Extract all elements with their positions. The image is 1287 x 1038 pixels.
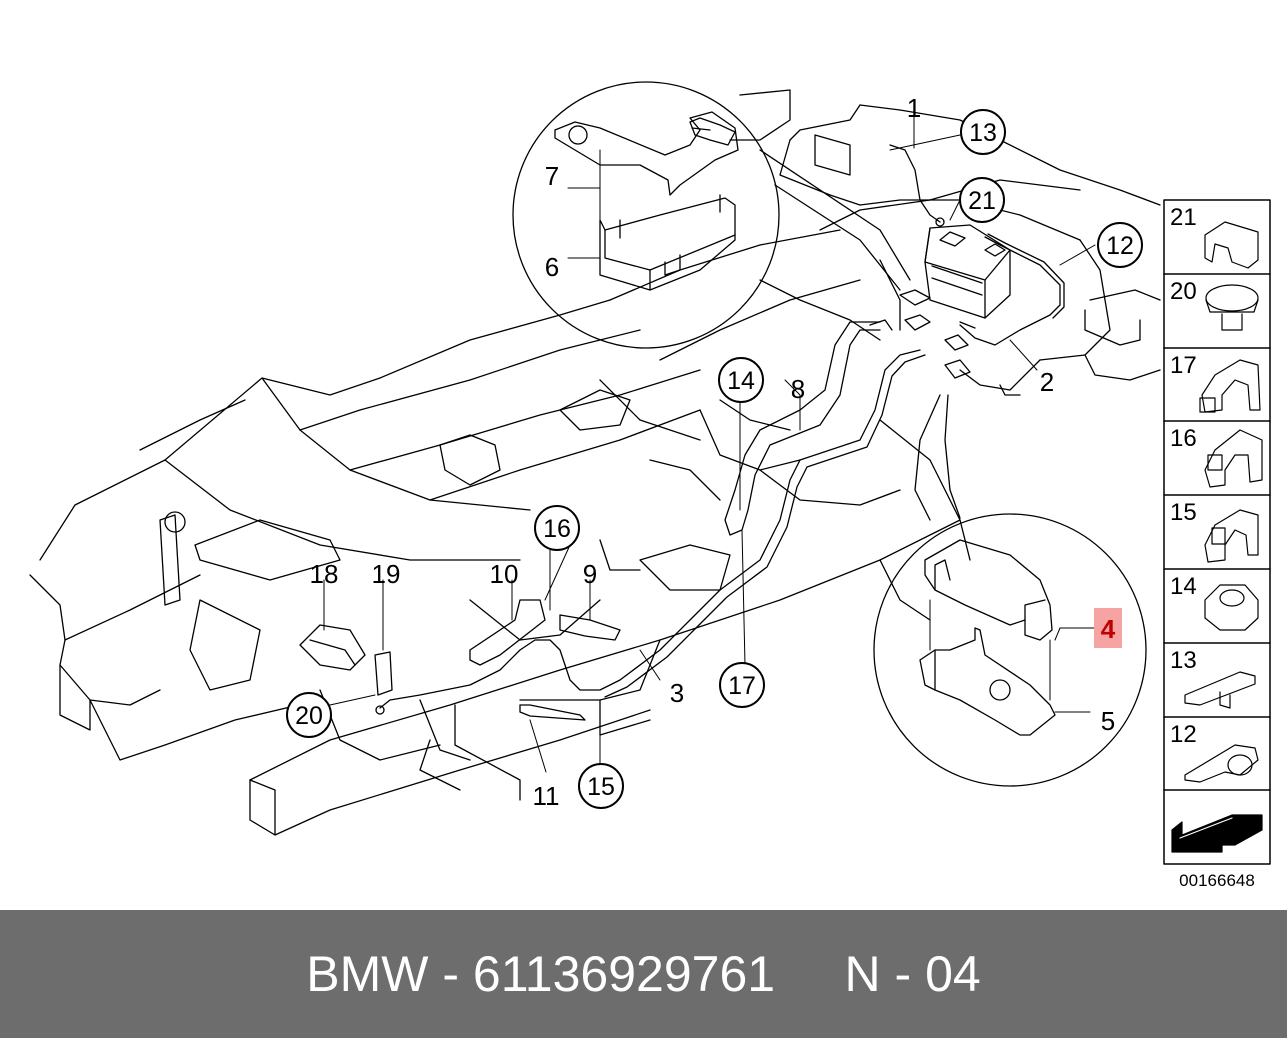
legend-label-12: 12 <box>1170 721 1197 748</box>
callout-11: 11 <box>533 781 560 811</box>
legend-label-16: 16 <box>1170 425 1197 452</box>
legend-label-20: 20 <box>1170 278 1197 305</box>
detail-circle-top <box>512 81 911 349</box>
callout-20: 20 <box>295 702 323 730</box>
legend-icons <box>1171 221 1263 853</box>
callout-13: 13 <box>969 119 997 147</box>
callout-12: 12 <box>1106 232 1134 260</box>
callout-2: 2 <box>1040 367 1054 397</box>
footer-bar: BMW - 61136929761 N - 04 <box>0 910 1287 1038</box>
callout-circle-16 <box>534 505 580 551</box>
legend-icon-12 <box>1184 744 1259 783</box>
callout-circle-15 <box>578 763 624 809</box>
highlighted-callout: 4 <box>1094 608 1122 648</box>
callout-17: 17 <box>728 672 756 700</box>
callout-16: 16 <box>543 515 571 543</box>
legend-icon-21 <box>1204 221 1259 269</box>
callout-18: 18 <box>310 559 339 589</box>
battery-clips <box>869 289 976 379</box>
legend-label-14: 14 <box>1170 573 1197 600</box>
callout-1: 1 <box>907 93 921 123</box>
legend-label-15: 15 <box>1170 499 1197 526</box>
callout-10: 10 <box>490 559 519 589</box>
detail-circle-bottom <box>873 394 1147 787</box>
callout-9: 9 <box>583 559 597 589</box>
callout-14: 14 <box>727 367 755 395</box>
legend-arrow-icon <box>1171 814 1263 853</box>
callout-circle-17 <box>719 662 765 708</box>
callout-8: 8 <box>791 374 805 404</box>
circled-callouts: 12 13 14 15 16 17 20 21 <box>286 109 1143 809</box>
callout-21: 21 <box>968 187 996 215</box>
callout-circle-12 <box>1097 222 1143 268</box>
battery-cables <box>375 144 1065 715</box>
legend-label-17: 17 <box>1170 352 1197 379</box>
highlighted-callout-label: 4 <box>1101 614 1116 644</box>
callout-15: 15 <box>587 773 615 801</box>
leader-lines <box>323 111 1101 773</box>
legend-icon-20 <box>1205 284 1259 312</box>
legend-icon-13 <box>1184 671 1256 706</box>
underbody-outline <box>29 89 1161 836</box>
legend-icon-16 <box>1204 429 1263 488</box>
legend-label-13: 13 <box>1170 647 1197 674</box>
callout-5: 5 <box>1101 706 1115 736</box>
plain-callouts: 1 2 3 5 6 7 8 9 10 11 18 19 <box>310 93 1116 811</box>
callout-19: 19 <box>372 559 401 589</box>
callout-7: 7 <box>545 161 559 191</box>
legend-icon-17 <box>1201 359 1261 413</box>
legend-labels: 21 20 17 16 15 14 13 12 <box>1170 204 1197 748</box>
diagram-number: 00166648 <box>1179 871 1255 890</box>
legend-label-21: 21 <box>1170 204 1197 231</box>
footer-part-number: BMW - 61136929761 N - 04 <box>306 946 981 1002</box>
legend-box <box>1163 199 1271 865</box>
callout-circle-14 <box>718 357 764 403</box>
callout-circle-13 <box>960 109 1006 155</box>
callout-circle-20 <box>286 692 332 738</box>
callout-6: 6 <box>545 252 559 282</box>
callout-circle-21 <box>959 177 1005 223</box>
legend-icon-14 <box>1204 584 1259 631</box>
legend-icon-15 <box>1204 509 1259 563</box>
callout-3: 3 <box>670 678 684 708</box>
battery <box>924 224 1011 319</box>
